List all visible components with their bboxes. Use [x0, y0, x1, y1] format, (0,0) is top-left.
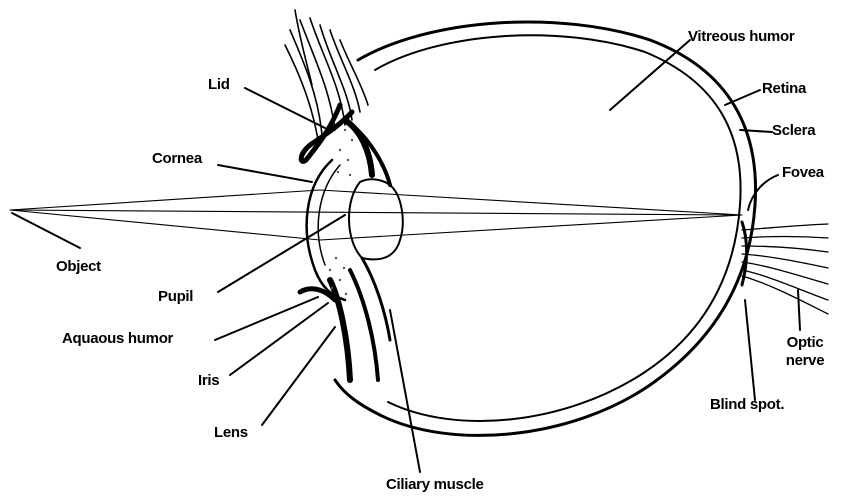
ciliary-muscle-label: Ciliary muscle [386, 476, 484, 493]
optic-nerve-fibers [742, 224, 828, 314]
blind-spot-label: Blind spot. [710, 396, 784, 413]
optic-nerve-label-line2: nerve [775, 352, 835, 369]
optic-nerve-label-line1: Optic [775, 334, 835, 351]
lid-label: Lid [208, 76, 230, 93]
object-label: Object [56, 258, 101, 275]
retina-outline [375, 35, 741, 421]
retina-label: Retina [762, 80, 806, 97]
iris-label: Iris [198, 372, 219, 389]
light-rays [10, 190, 742, 240]
pupil-label: Pupil [158, 288, 193, 305]
cornea-label: Cornea [152, 150, 202, 167]
cornea-outline [307, 160, 345, 300]
sclera-label: Sclera [772, 122, 815, 139]
lens-label: Lens [214, 424, 248, 441]
leader-lines [12, 40, 800, 472]
sclera-outline [335, 22, 756, 435]
vitreous-humor-label: Vitreous humor [688, 28, 794, 45]
lens-outline [349, 179, 403, 259]
eyelash-strokes [285, 10, 368, 140]
aqueous-humor-label: Aquaous humor [62, 330, 173, 347]
fovea-label: Fovea [782, 164, 824, 181]
lid-outline [301, 105, 352, 161]
